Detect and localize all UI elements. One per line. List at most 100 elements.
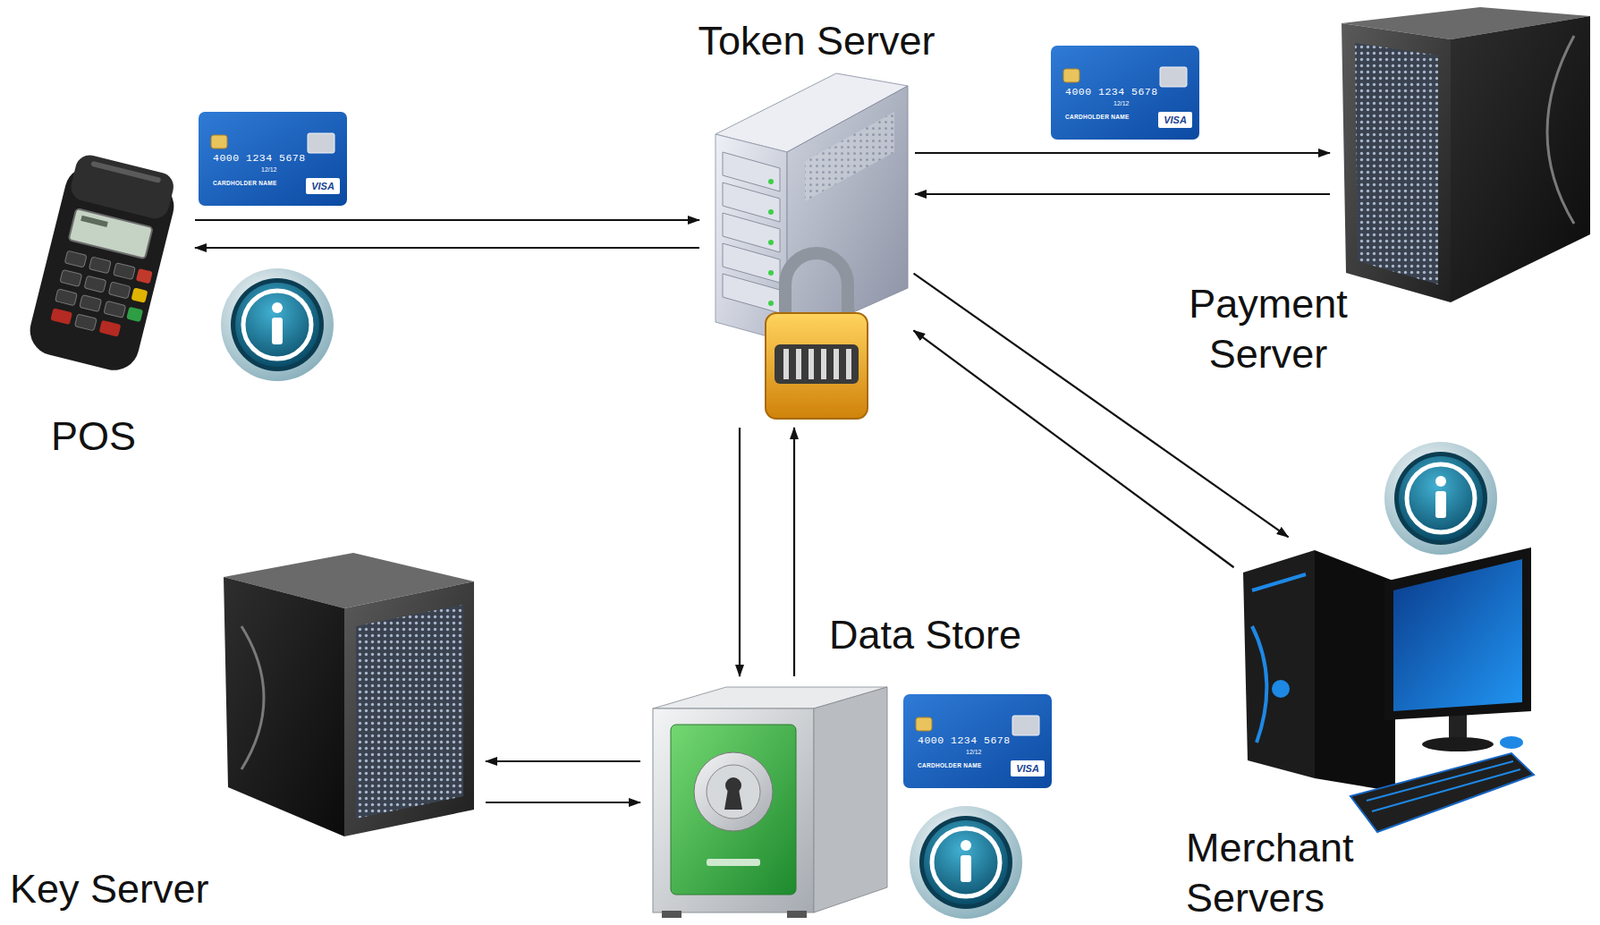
pos-terminal <box>131 287 149 303</box>
safe <box>652 708 814 913</box>
merchant-computer <box>1350 753 1534 832</box>
key-server: Key Server <box>219 567 479 841</box>
safe <box>706 858 761 866</box>
token-server-illustration <box>768 300 774 306</box>
pos-terminal <box>126 306 144 322</box>
safe <box>670 724 796 895</box>
node-label: POS <box>50 411 136 462</box>
card-brand: VISA <box>1010 761 1045 776</box>
merchant-computer <box>1366 761 1521 812</box>
pos-terminal <box>25 151 182 376</box>
padlock <box>795 348 802 380</box>
credit-card <box>1050 45 1200 140</box>
payment-server: Payment Server <box>1337 4 1592 305</box>
padlock <box>785 253 848 322</box>
safe <box>724 788 743 810</box>
token-server-illustration <box>768 239 774 246</box>
token-server-illustration <box>715 73 908 342</box>
pos-terminal <box>113 262 136 280</box>
token-server-illustration <box>768 270 774 276</box>
pos-terminal <box>68 208 153 259</box>
node-label: Merchant Servers <box>1185 822 1383 923</box>
safe <box>787 910 807 918</box>
pos-terminal <box>108 281 131 299</box>
credit-card <box>903 694 1052 788</box>
pos-terminal <box>59 269 83 287</box>
payment-server-illustration <box>1547 35 1575 224</box>
key-server-illustration <box>344 581 475 837</box>
payment-server-illustration <box>1354 42 1439 285</box>
merchant-computer <box>1243 550 1315 779</box>
merchant-servers: Merchant Servers <box>1239 541 1536 819</box>
flow-arrow <box>194 246 700 249</box>
flow-arrow <box>194 219 700 221</box>
flow-arrow <box>914 193 1330 195</box>
token-server-illustration <box>722 273 780 314</box>
flow-arrow <box>485 801 641 804</box>
node-label: Data Store <box>829 609 1022 661</box>
merchant-computer <box>1243 547 1534 832</box>
pos-terminal: POS <box>17 150 188 389</box>
card-brand: VISA <box>305 178 340 194</box>
card-brand: VISA <box>1158 112 1193 127</box>
padlock <box>765 253 868 419</box>
payment-server-illustration <box>1341 7 1591 303</box>
key-server-illustration <box>223 552 475 837</box>
pos-terminal <box>88 256 111 274</box>
pos-terminal <box>135 268 153 284</box>
info-icon <box>909 805 1023 919</box>
node-label: Token Server <box>697 16 935 67</box>
pos-terminal <box>79 295 102 313</box>
safe <box>652 686 888 918</box>
token-server-illustration <box>715 134 788 342</box>
padlock <box>833 348 839 380</box>
pos-terminal <box>80 215 109 228</box>
padlock <box>783 348 789 380</box>
safe <box>706 764 761 819</box>
flow-arrow <box>793 427 796 677</box>
token-server-illustration <box>804 111 895 202</box>
payment-server-illustration <box>1450 16 1591 303</box>
cardholder-name: CARDHOLDER NAME <box>1065 113 1130 121</box>
info-icon <box>1384 441 1498 555</box>
key-server-illustration <box>223 576 345 837</box>
merchant-computer <box>1499 736 1524 749</box>
token-server: Token Server <box>706 71 908 421</box>
card-expiry: 12/12 <box>1113 99 1130 108</box>
safe <box>661 910 682 918</box>
flow-arrow <box>914 152 1330 154</box>
flow-arrow <box>738 427 741 677</box>
pos-terminal <box>90 160 161 184</box>
pos-terminal <box>55 288 78 306</box>
pos-terminal <box>50 307 73 325</box>
merchant-computer <box>1252 574 1306 743</box>
padlock <box>821 348 827 380</box>
pos-terminal <box>99 320 122 338</box>
pos-terminal <box>74 313 97 331</box>
node-label: Key Server <box>9 863 210 915</box>
padlock <box>765 313 868 419</box>
flow-arrow <box>913 330 1234 568</box>
cardholder-name: CARDHOLDER NAME <box>212 179 278 187</box>
merchant-computer <box>1422 736 1494 752</box>
credit-card <box>198 111 348 206</box>
padlock <box>774 344 859 384</box>
safe <box>813 686 888 913</box>
merchant-computer <box>1271 679 1290 698</box>
flow-arrow <box>485 760 641 762</box>
card-expiry: 12/12 <box>261 165 278 174</box>
pos-terminal <box>64 250 87 268</box>
data-store: Data Store <box>647 683 891 920</box>
card-number: 4000 1234 5678 <box>1065 85 1159 99</box>
card-number: 4000 1234 5678 <box>212 152 306 165</box>
pos-terminal <box>103 300 127 318</box>
card-expiry: 12/12 <box>965 747 983 756</box>
merchant-computer <box>1314 550 1396 792</box>
token-server-illustration <box>768 209 774 215</box>
cardholder-name: CARDHOLDER NAME <box>917 761 983 770</box>
merchant-computer <box>1384 547 1532 720</box>
key-server-illustration <box>355 604 464 819</box>
